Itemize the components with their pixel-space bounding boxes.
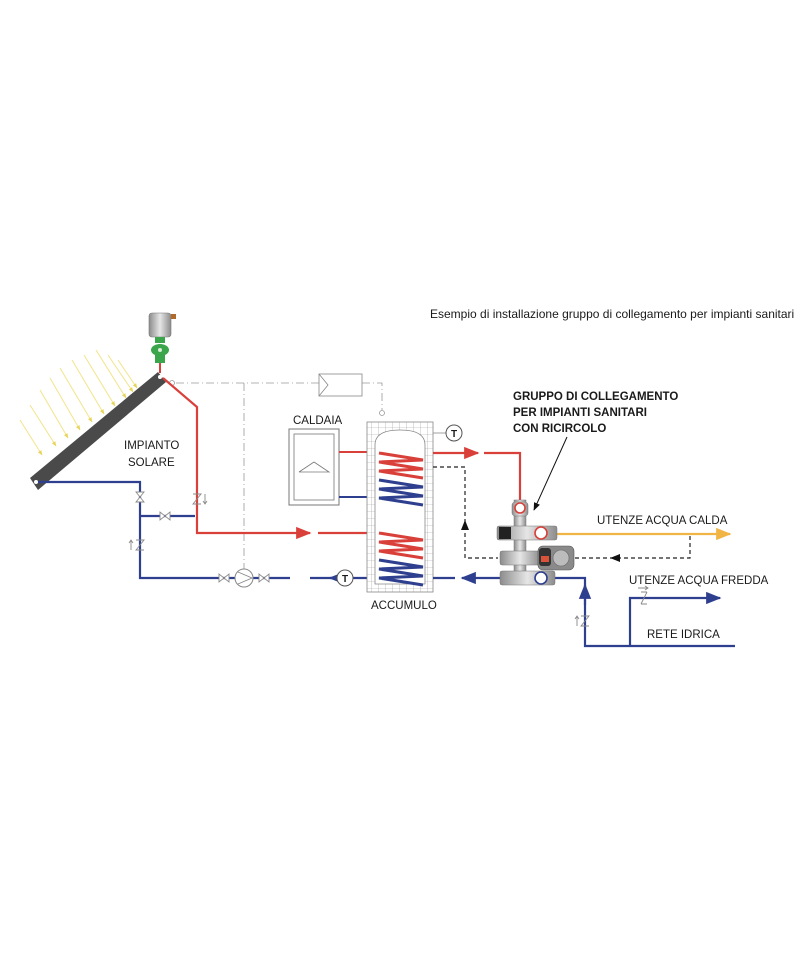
storage-label: ACCUMULO	[371, 600, 437, 612]
thermometer-icon: T	[433, 424, 463, 442]
check-valve-icon	[192, 493, 208, 505]
solar-flow-pipe	[162, 377, 368, 540]
thermometer-icon: T	[336, 569, 354, 587]
callout-arrow	[533, 436, 568, 511]
boiler	[288, 428, 340, 506]
svg-text:T: T	[451, 429, 457, 440]
recirculation-line	[433, 466, 691, 559]
tank-hot-outlet-pipe	[433, 446, 522, 500]
mains-label: RETE IDRICA	[647, 629, 720, 641]
arrow-up-icon	[461, 520, 469, 530]
cold-water-users-label: UTENZE ACQUA FREDDA	[629, 575, 769, 587]
group-label: PER IMPIANTI SANITARI	[513, 407, 647, 419]
valve-icon	[135, 491, 270, 583]
arrow-left-icon	[610, 554, 620, 562]
connection-group	[496, 499, 575, 586]
solar-label: IMPIANTO	[124, 440, 179, 452]
upper-coil-icon	[378, 451, 424, 507]
group-label: CON RICIRCOLO	[513, 423, 606, 435]
sun-rays-icon	[19, 349, 138, 456]
check-valve-icon	[128, 539, 145, 551]
solar-collector	[30, 372, 166, 490]
solar-label: SOLARE	[128, 457, 175, 469]
group-label: GRUPPO DI COLLEGAMENTO	[513, 391, 678, 403]
hot-water-users-label: UTENZE ACQUA CALDA	[597, 515, 728, 527]
check-valve-icon	[574, 585, 649, 627]
control-line	[176, 382, 383, 570]
air-vent-valve	[148, 312, 176, 373]
lower-coil-icon	[378, 531, 424, 587]
svg-text:T: T	[342, 574, 348, 585]
boiler-label: CALDAIA	[293, 415, 343, 427]
cold-supply-pipe	[433, 571, 735, 648]
solar-pump-icon	[234, 568, 254, 588]
solar-controller	[318, 373, 363, 397]
diagram-caption: Esempio di installazione gruppo di colle…	[430, 307, 794, 321]
